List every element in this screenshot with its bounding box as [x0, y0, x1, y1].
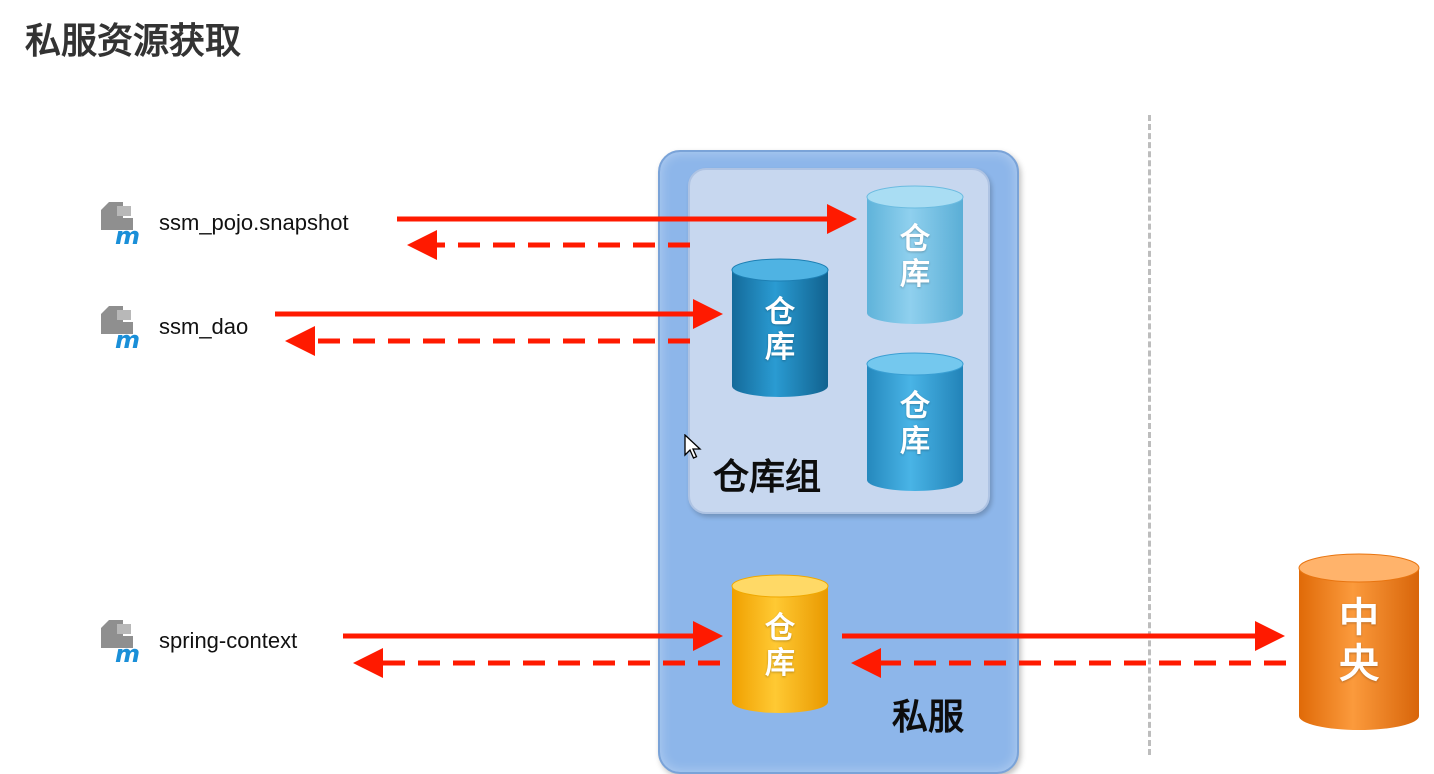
database-icon [866, 352, 964, 491]
svg-text:m: m [115, 222, 140, 246]
maven-module-icon: m [101, 202, 140, 246]
module-label-context: spring-context [159, 628, 298, 653]
module-label-dao: ssm_dao [159, 314, 249, 339]
central-repository-cylinder: 中 央 [1298, 553, 1420, 733]
repository-text-line2: 库 [765, 329, 795, 365]
private-server-label: 私服 [892, 697, 965, 738]
repository-text-line1: 仓 [765, 611, 795, 646]
module-label-pojo: ssm_pojo.snapshot [159, 210, 349, 235]
repository-text-line2: 库 [900, 423, 930, 459]
svg-text:m: m [115, 326, 140, 350]
repository-text-line1: 仓 [900, 389, 930, 424]
database-icon [866, 185, 964, 324]
maven-module-icon: m [101, 620, 140, 664]
module-spring-context: m spring-context [95, 618, 297, 664]
mouse-cursor-icon [684, 434, 702, 459]
private-server-repository-cylinder: 仓 库 [731, 574, 829, 714]
repository-text-line1: 仓 [765, 295, 795, 330]
repository-cylinder-middle: 仓 库 [731, 258, 829, 398]
central-text-line2: 央 [1339, 641, 1379, 687]
flow-arrows [275, 204, 1286, 678]
repository-text-line2: 库 [765, 645, 795, 681]
module-ssm-dao: m ssm_dao [95, 304, 248, 350]
central-text-line1: 中 [1339, 595, 1379, 641]
slide-title: 私服资源获取 [25, 21, 242, 62]
module-ssm-pojo: m ssm_pojo.snapshot [95, 200, 349, 246]
repository-cylinder-top: 仓 库 [866, 185, 964, 325]
database-icon [1298, 553, 1420, 730]
repository-text-line1: 仓 [900, 222, 930, 257]
repository-text-line2: 库 [900, 256, 930, 292]
database-icon [731, 258, 829, 397]
repository-group-label: 仓库组 [713, 457, 822, 498]
svg-text:m: m [115, 640, 140, 664]
network-boundary-divider [1148, 115, 1151, 755]
maven-module-icon: m [101, 306, 140, 350]
database-icon [731, 574, 829, 713]
repository-cylinder-bottom: 仓 库 [866, 352, 964, 492]
